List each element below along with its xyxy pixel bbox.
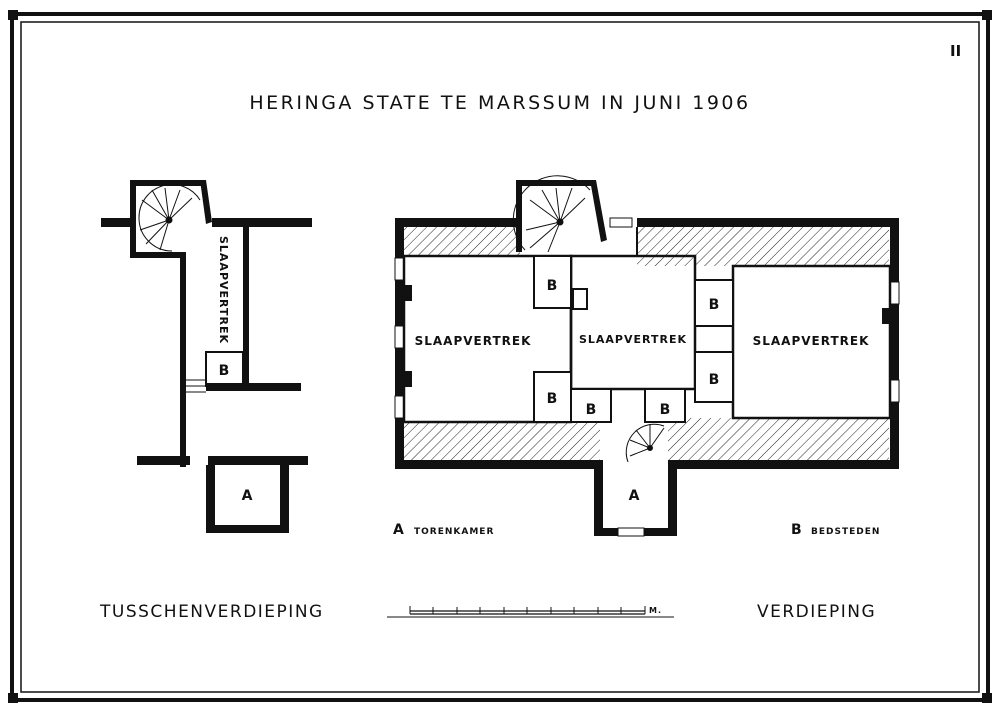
bedroom-label-east: SLAAPVERTREK (753, 334, 870, 348)
bedstede-label-5: B (709, 297, 720, 313)
bedstede-label-2: B (547, 391, 558, 407)
left-walls (101, 180, 312, 533)
bedsteden (533, 255, 734, 423)
bedstede-label-4: B (660, 402, 671, 418)
right-lower-stair (625, 423, 665, 463)
legend: A TORENKAMER B BEDSTEDEN (393, 522, 880, 538)
hatched-roof-areas (404, 226, 889, 460)
legend-a-key: A (393, 522, 404, 538)
scale-bar (387, 606, 674, 618)
right-spiral-stair (512, 175, 591, 253)
plan-tusschenverdieping: B SLAAPVERTREK A (101, 180, 312, 533)
scale-unit: M. (649, 606, 662, 615)
legend-a-label: TORENKAMER (414, 527, 494, 537)
legend-b-key: B (791, 522, 802, 538)
drawing-title: HERINGA STATE TE MARSSUM IN JUNI 1906 (249, 92, 750, 114)
right-tower-room-label: A (629, 488, 640, 504)
left-bedstede (205, 351, 244, 387)
bedstede-label-1: B (547, 278, 558, 294)
left-tower-room-label: A (242, 488, 253, 504)
floor-label-left: TUSSCHENVERDIEPING (99, 602, 324, 622)
bedroom-label-west: SLAAPVERTREK (415, 334, 532, 348)
left-bedroom-label: SLAAPVERTREK (217, 236, 230, 344)
bedstede-label-6: B (709, 372, 720, 388)
page-number: II (950, 42, 961, 60)
floor-label-right: VERDIEPING (757, 602, 876, 622)
left-bedstede-label: B (219, 363, 230, 379)
sheet-border (8, 10, 992, 703)
plan-verdieping: B B B B B B SLAAPVERTREK SLAAPVERTREK SL… (394, 175, 900, 537)
bedroom-label-center: SLAAPVERTREK (579, 333, 687, 346)
bedstede-label-3: B (586, 402, 597, 418)
bedsteden-labels: B B B B B B (547, 278, 720, 418)
left-spiral-stair (138, 183, 201, 252)
legend-b-label: BEDSTEDEN (811, 527, 880, 537)
